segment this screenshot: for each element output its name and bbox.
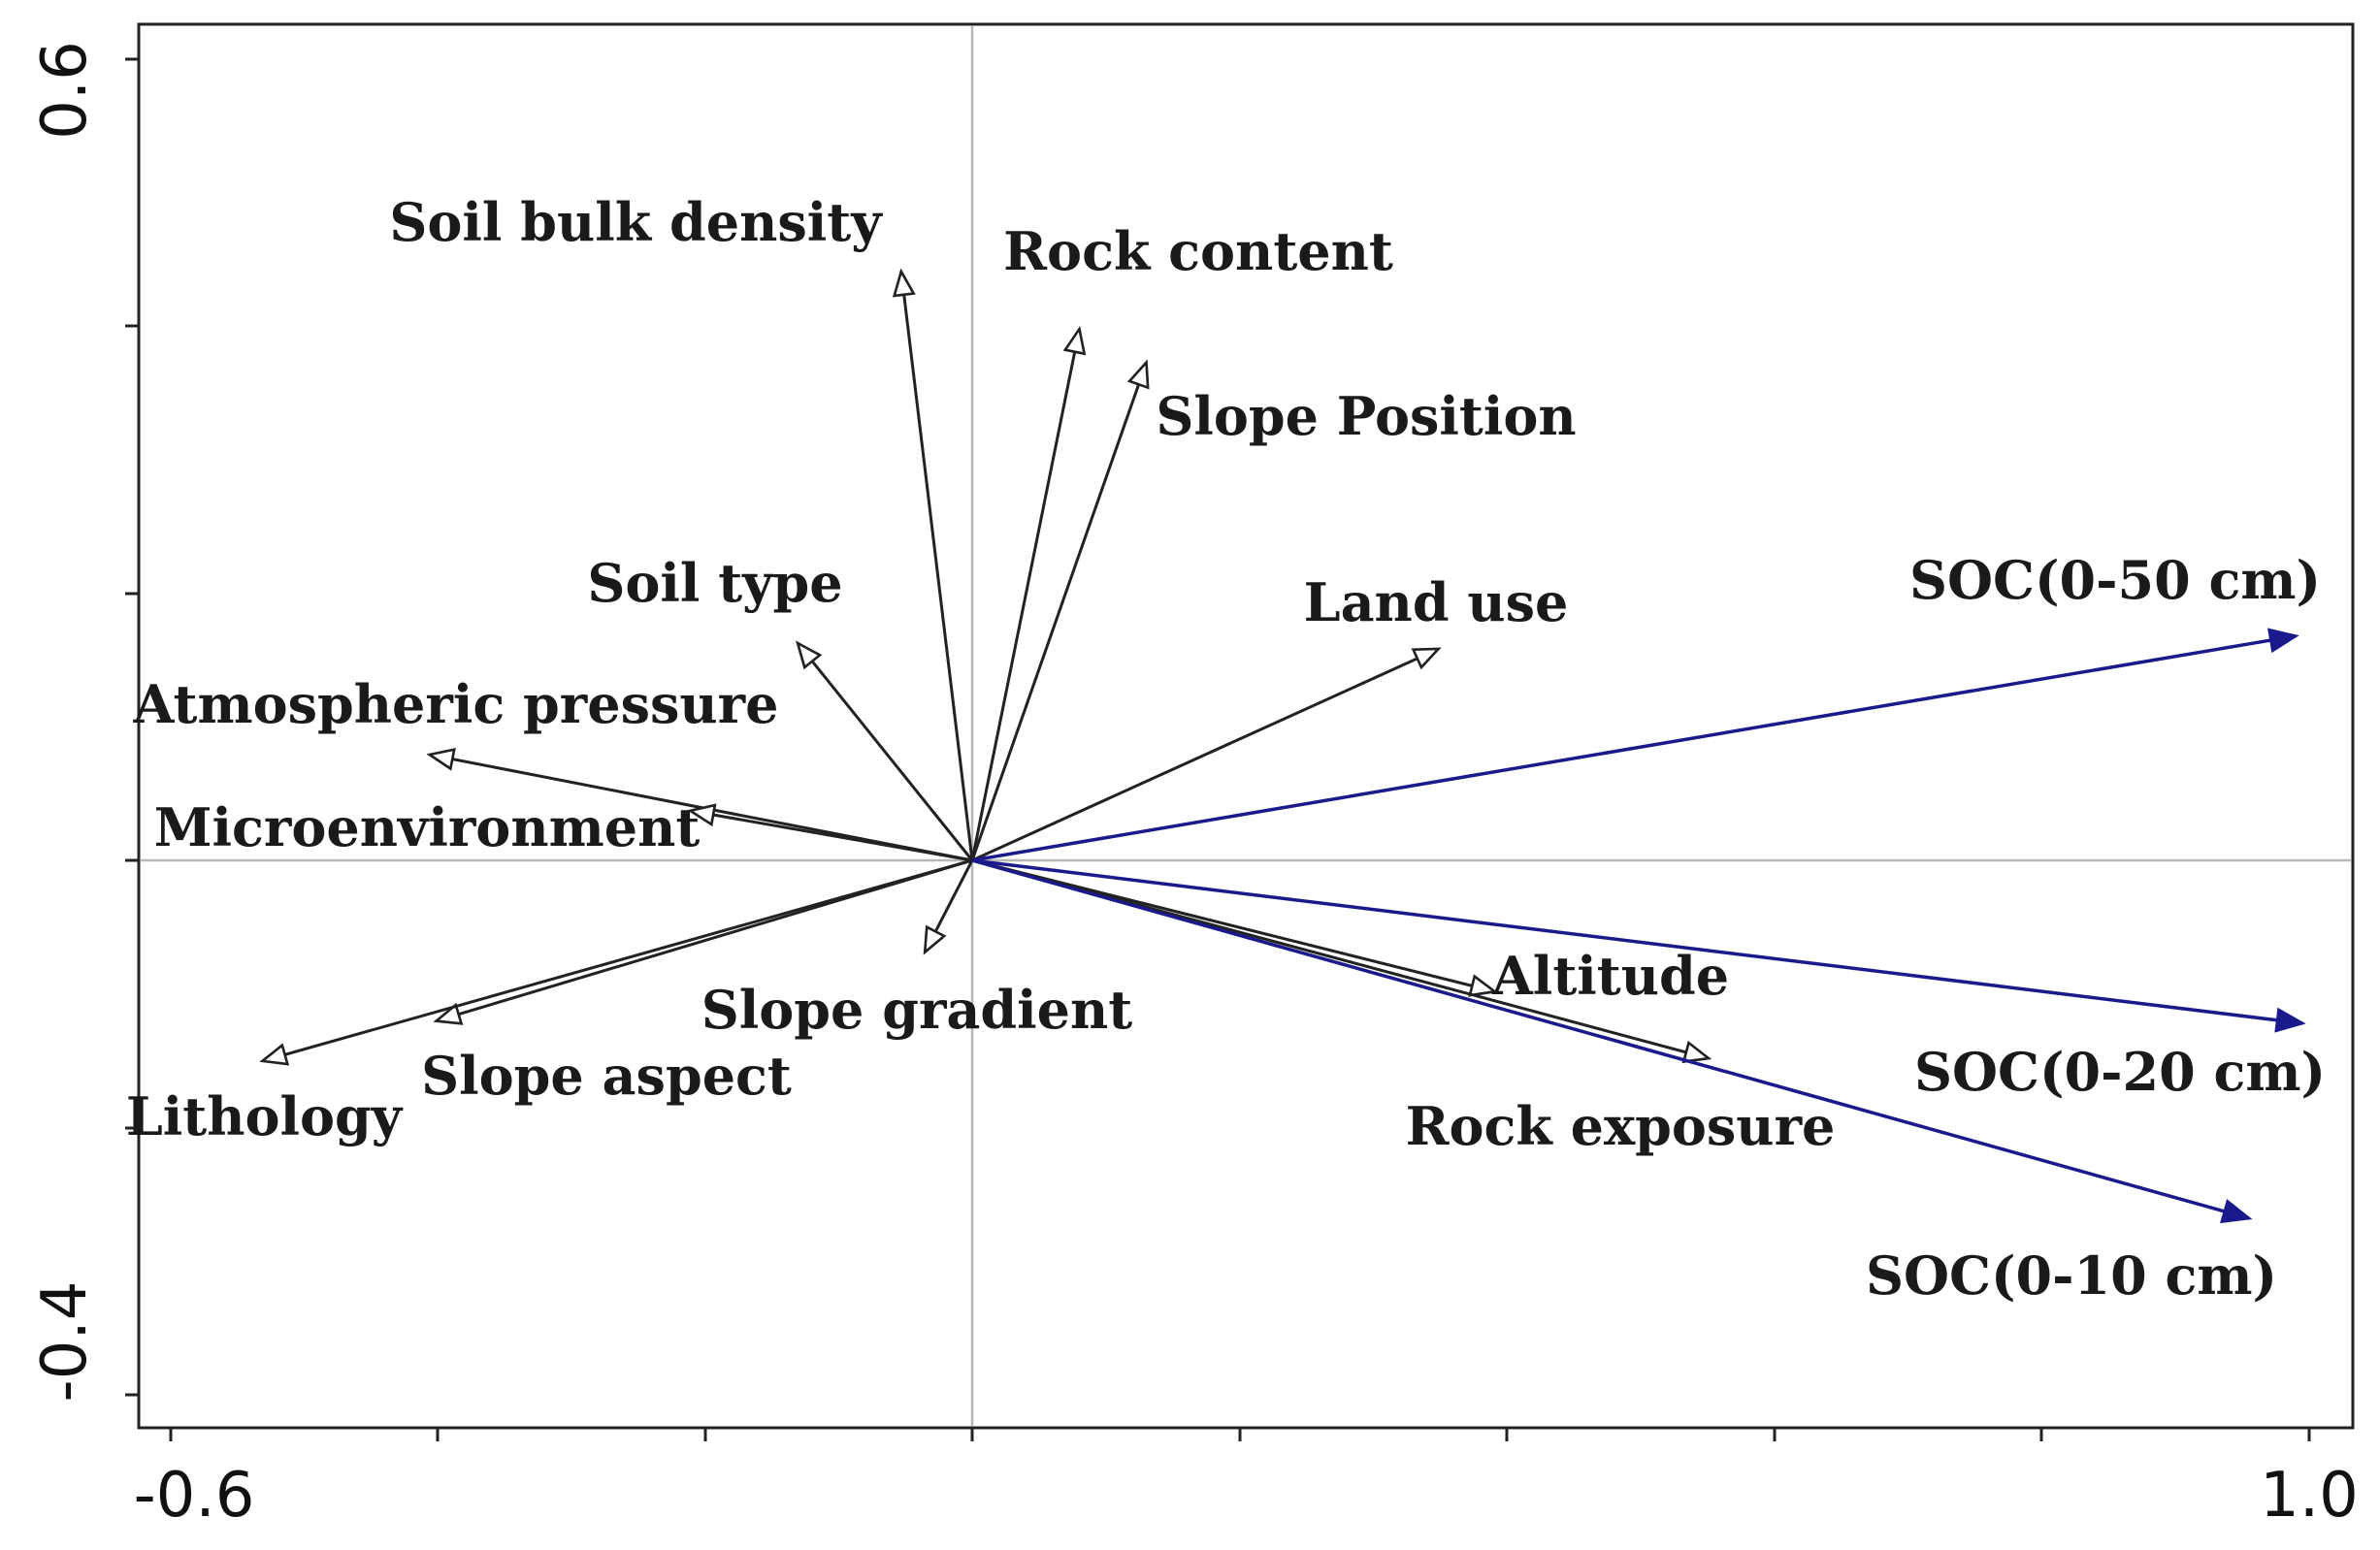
vector-label-soil-type: Soil type (587, 552, 842, 614)
vector-rock-content (970, 330, 1079, 861)
vector-land-use (971, 649, 1438, 862)
vector-label-rock-exposure: Rock exposure (1406, 1095, 1836, 1157)
y-tick-label-min: -0.4 (29, 1281, 101, 1403)
vector-label-lithology: Lithology (126, 1085, 404, 1147)
vector-soc-0-20-cm (971, 858, 2306, 1033)
vector-label-altitude: Altitude (1491, 945, 1729, 1007)
vector-label-land-use: Land use (1304, 571, 1569, 633)
x-tick-label-min: -0.6 (134, 1460, 255, 1532)
vector-soc-0-50-cm (971, 628, 2299, 862)
vector-soil-type (799, 644, 974, 861)
vector-soil-bulk-density (901, 273, 974, 861)
vector-soc-0-10-cm (971, 858, 2253, 1224)
vector-slope-gradient (926, 859, 974, 952)
x-axis-ticks (169, 1428, 2311, 1441)
vector-label-slope-position: Slope Position (1156, 385, 1576, 447)
vector-label-slope-gradient: Slope gradient (701, 979, 1133, 1041)
vector-label-atmospheric-pressure: Atmospheric pressure (133, 673, 779, 735)
vector-label-rock-content: Rock content (1003, 220, 1393, 282)
vector-slope-aspect (438, 858, 973, 1020)
vector-slope-position (970, 364, 1146, 861)
vector-label-soc-0-10-cm: SOC(0-10 cm) (1866, 1244, 2277, 1307)
vector-label-soil-bulk-density: Soil bulk density (389, 191, 883, 253)
vector-label-soc-0-20-cm: SOC(0-20 cm) (1914, 1041, 2326, 1103)
x-tick-label-max: 1.0 (2260, 1460, 2359, 1532)
vector-lithology (264, 858, 973, 1061)
vector-label-soc-0-50-cm: SOC(0-50 cm) (1909, 549, 2321, 611)
vector-label-microenvironment: Microenvironment (154, 796, 701, 858)
vector-label-slope-aspect: Slope aspect (421, 1045, 792, 1107)
vector-altitude (971, 858, 1493, 991)
y-axis-ticks (125, 57, 139, 1397)
y-tick-label-max: 0.6 (29, 41, 101, 140)
vector-microenvironment (692, 811, 973, 862)
plot-frame (137, 22, 2355, 1430)
vector-layer (264, 273, 2306, 1224)
